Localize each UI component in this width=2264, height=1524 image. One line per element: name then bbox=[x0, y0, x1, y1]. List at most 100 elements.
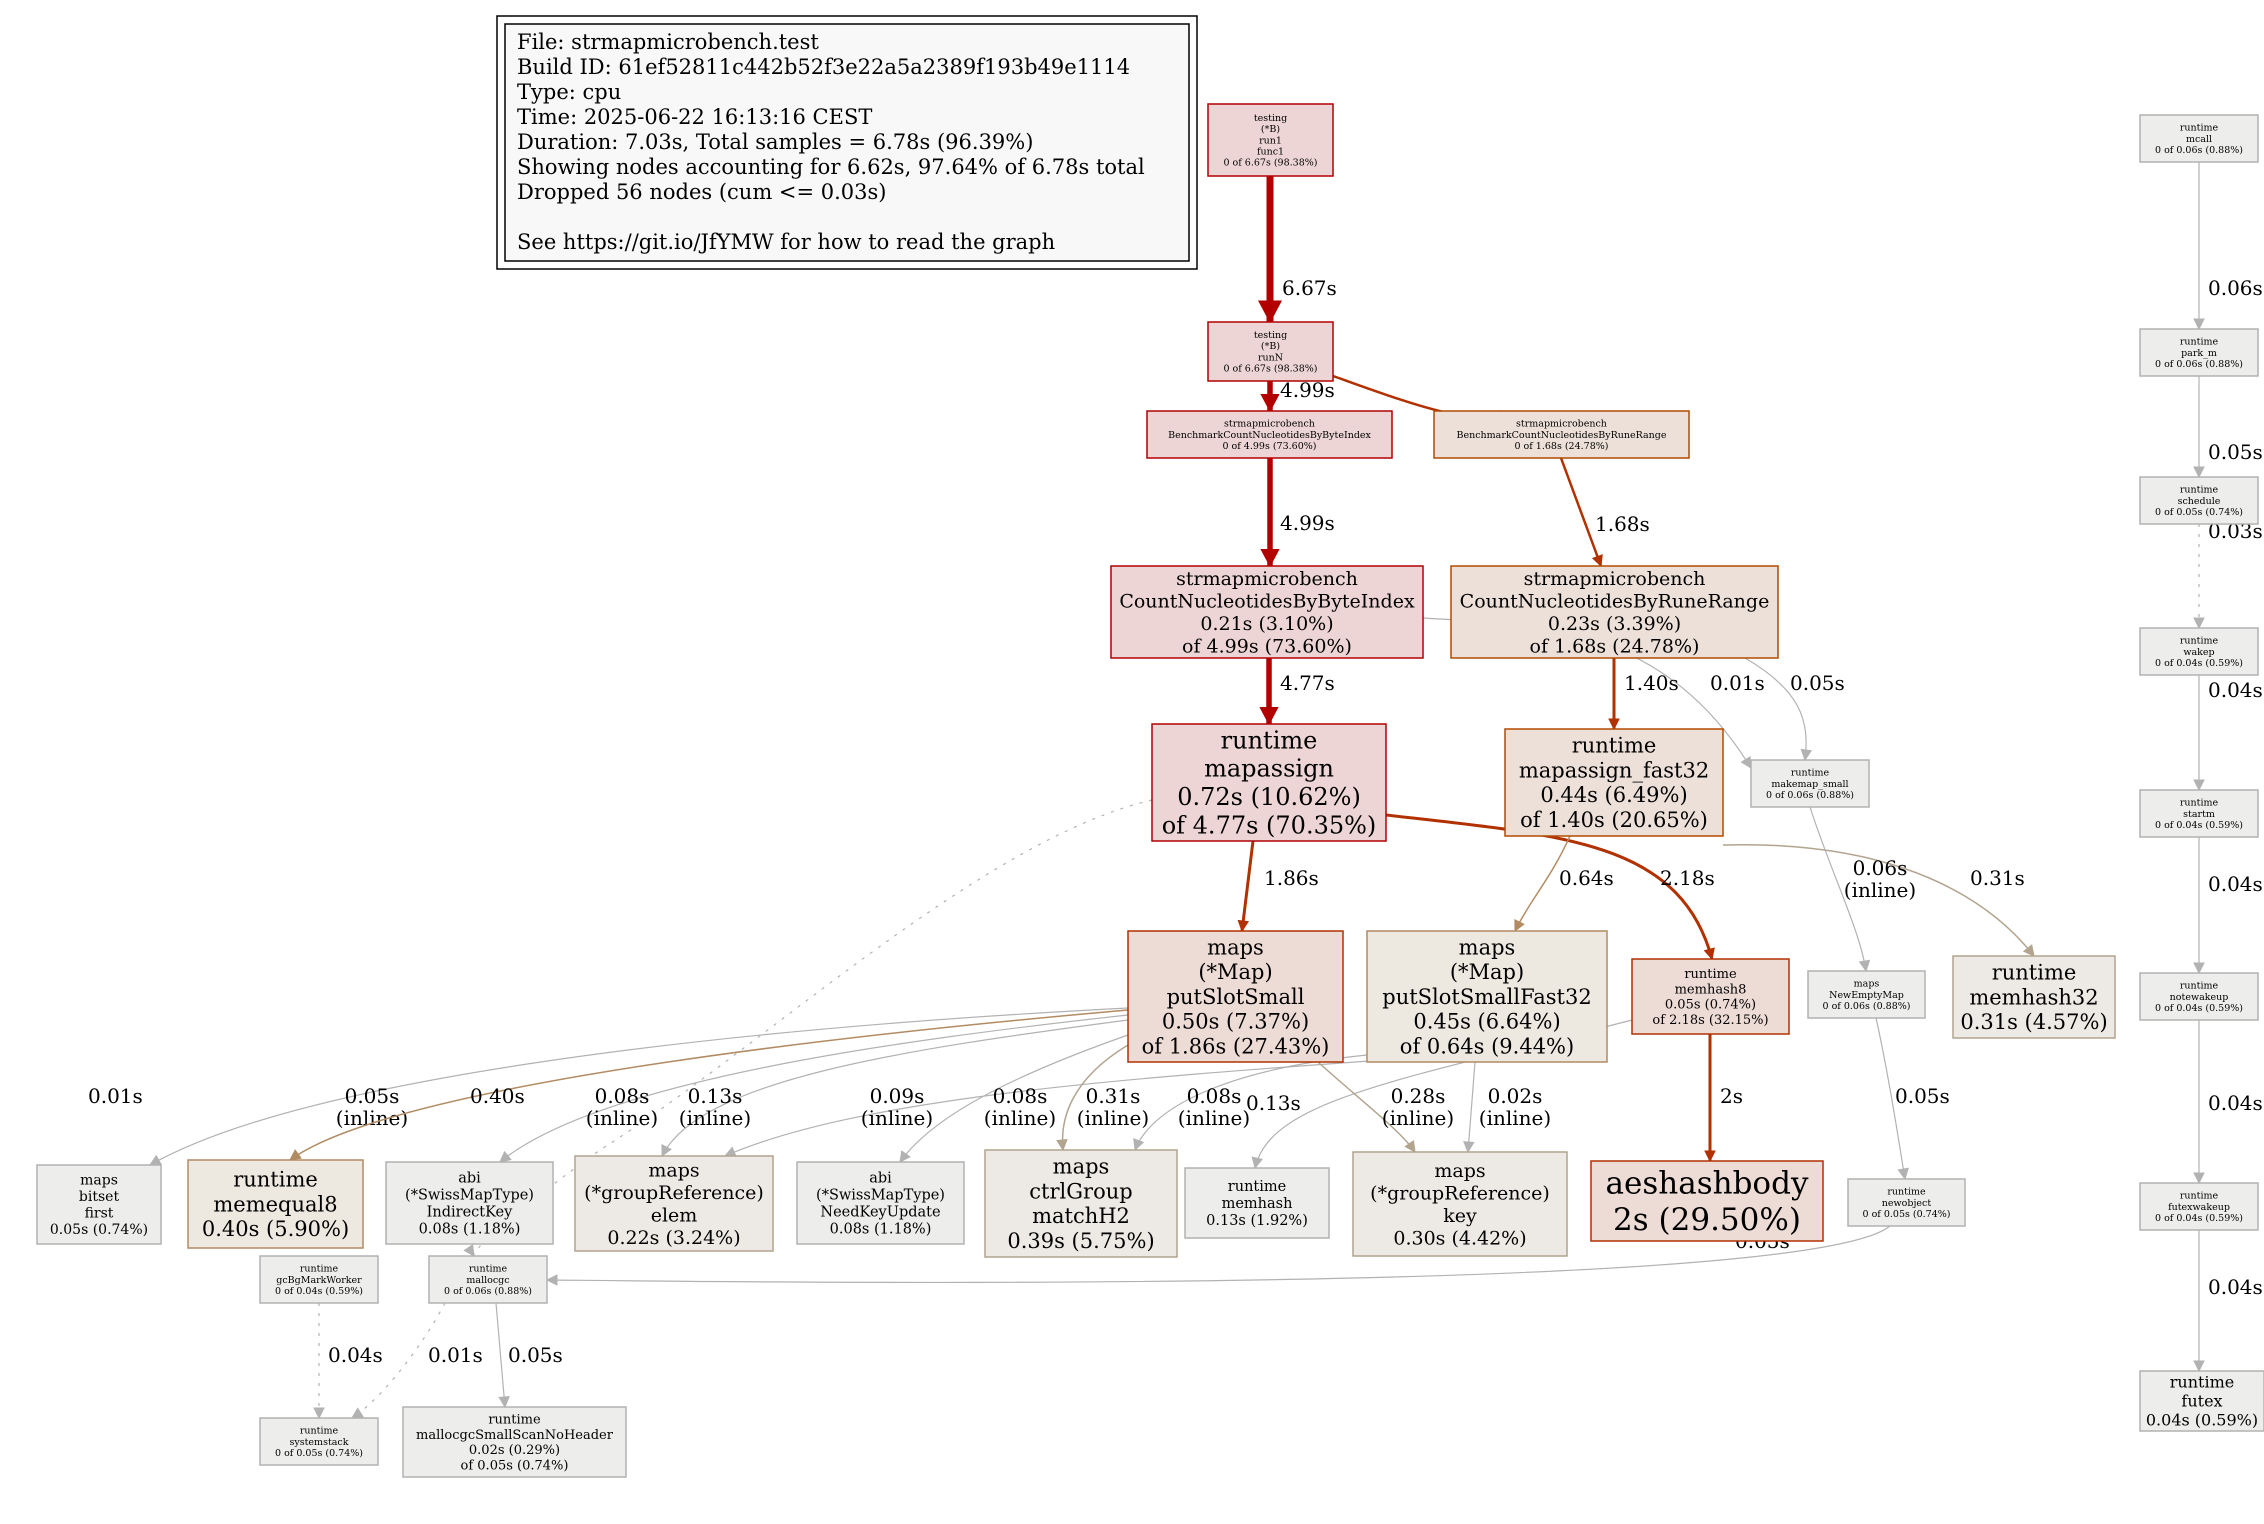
node-label: maps bbox=[1459, 935, 1516, 959]
node-box bbox=[36, 1164, 162, 1245]
node-label: runtime bbox=[1887, 1187, 1926, 1198]
edge-label: 0.04s bbox=[2208, 1091, 2263, 1115]
node-box bbox=[1207, 321, 1334, 382]
node-label: of 1.40s (20.65%) bbox=[1520, 808, 1708, 832]
edge-label: 2.18s bbox=[1660, 866, 1715, 890]
node-label: 0.31s (4.57%) bbox=[1960, 1010, 2107, 1034]
edge-arrowhead bbox=[2193, 962, 2205, 975]
node-label: NewEmptyMap bbox=[1829, 990, 1904, 1001]
node-label: 0 of 1.68s (24.78%) bbox=[1514, 441, 1608, 452]
node-label: abi bbox=[458, 1170, 481, 1186]
node-label: abi bbox=[869, 1170, 892, 1186]
node-label: 0 of 0.05s (0.74%) bbox=[2155, 507, 2243, 518]
call-edge bbox=[351, 1302, 446, 1419]
node-label: runtime bbox=[1228, 1179, 1286, 1195]
node-label: first bbox=[85, 1206, 114, 1222]
edge-label: 0.28s bbox=[1391, 1084, 1446, 1108]
edge-arrowhead bbox=[1704, 1150, 1716, 1163]
call-edge bbox=[495, 1302, 508, 1408]
edge-arrowhead bbox=[1260, 394, 1280, 413]
node-countByte[interactable]: strmapmicrobenchCountNucleotidesByByteIn… bbox=[1110, 565, 1424, 659]
node-label: 0.13s (1.92%) bbox=[1206, 1213, 1308, 1229]
node-label: (*B) bbox=[1261, 124, 1280, 135]
node-label: memhash8 bbox=[1675, 982, 1747, 997]
edge-arrowhead bbox=[498, 1396, 510, 1409]
edge-arrowhead bbox=[1257, 300, 1283, 324]
edge-label: (inline) bbox=[1178, 1106, 1250, 1130]
call-edge bbox=[289, 1009, 1129, 1161]
node-label: notewakeup bbox=[2170, 992, 2229, 1003]
node-label: runtime bbox=[2180, 636, 2219, 647]
node-label: 0.44s (6.49%) bbox=[1540, 783, 1687, 807]
node-label: 0.39s (5.75%) bbox=[1007, 1229, 1154, 1253]
node-label: 0 of 0.06s (0.88%) bbox=[2155, 145, 2243, 156]
node-label: (*SwissMapType) bbox=[816, 1188, 945, 1204]
edge-label: 1.86s bbox=[1264, 866, 1319, 890]
node-label: BenchmarkCountNucleotidesByRuneRange bbox=[1457, 430, 1667, 441]
edge-label: 4.99s bbox=[1280, 511, 1335, 535]
node-label: runtime bbox=[469, 1264, 508, 1275]
call-edge bbox=[899, 1034, 1129, 1163]
node-label: NeedKeyUpdate bbox=[820, 1205, 940, 1221]
call-edge bbox=[1744, 657, 1809, 761]
edge-arrowhead bbox=[1591, 554, 1603, 568]
edge-arrowhead bbox=[1897, 1167, 1909, 1181]
edge-arrowhead bbox=[1463, 1141, 1475, 1154]
edge-arrowhead bbox=[2193, 318, 2205, 331]
edge-arrowhead bbox=[1133, 1138, 1145, 1152]
node-label: maps bbox=[1053, 1155, 1110, 1179]
node-label: memhash32 bbox=[1969, 985, 2098, 1009]
call-edge bbox=[499, 1014, 1129, 1163]
node-box bbox=[2139, 114, 2259, 163]
node-countRune[interactable]: strmapmicrobenchCountNucleotidesByRuneRa… bbox=[1450, 565, 1779, 659]
node-label: 0.21s (3.10%) bbox=[1200, 613, 1333, 635]
node-label: 0 of 0.04s (0.59%) bbox=[275, 1286, 363, 1297]
node-label: elem bbox=[651, 1204, 698, 1226]
node-label: putSlotSmallFast32 bbox=[1382, 985, 1591, 1009]
edge-arrowhead bbox=[499, 1150, 512, 1163]
call-edge bbox=[1239, 840, 1255, 932]
node-benchByte[interactable]: strmapmicrobenchBenchmarkCountNucleotide… bbox=[1146, 410, 1393, 459]
node-label: runN bbox=[1258, 352, 1283, 363]
node-label: runtime bbox=[233, 1168, 318, 1192]
node-label: futexwakeup bbox=[2168, 1202, 2230, 1213]
node-label: 0 of 0.05s (0.74%) bbox=[1863, 1209, 1951, 1220]
node-benchRune[interactable]: strmapmicrobenchBenchmarkCountNucleotide… bbox=[1433, 410, 1690, 459]
node-box bbox=[1207, 103, 1334, 177]
legend-line: Duration: 7.03s, Total samples = 6.78s (… bbox=[517, 130, 1033, 154]
edge-label: 6.67s bbox=[1282, 276, 1337, 300]
